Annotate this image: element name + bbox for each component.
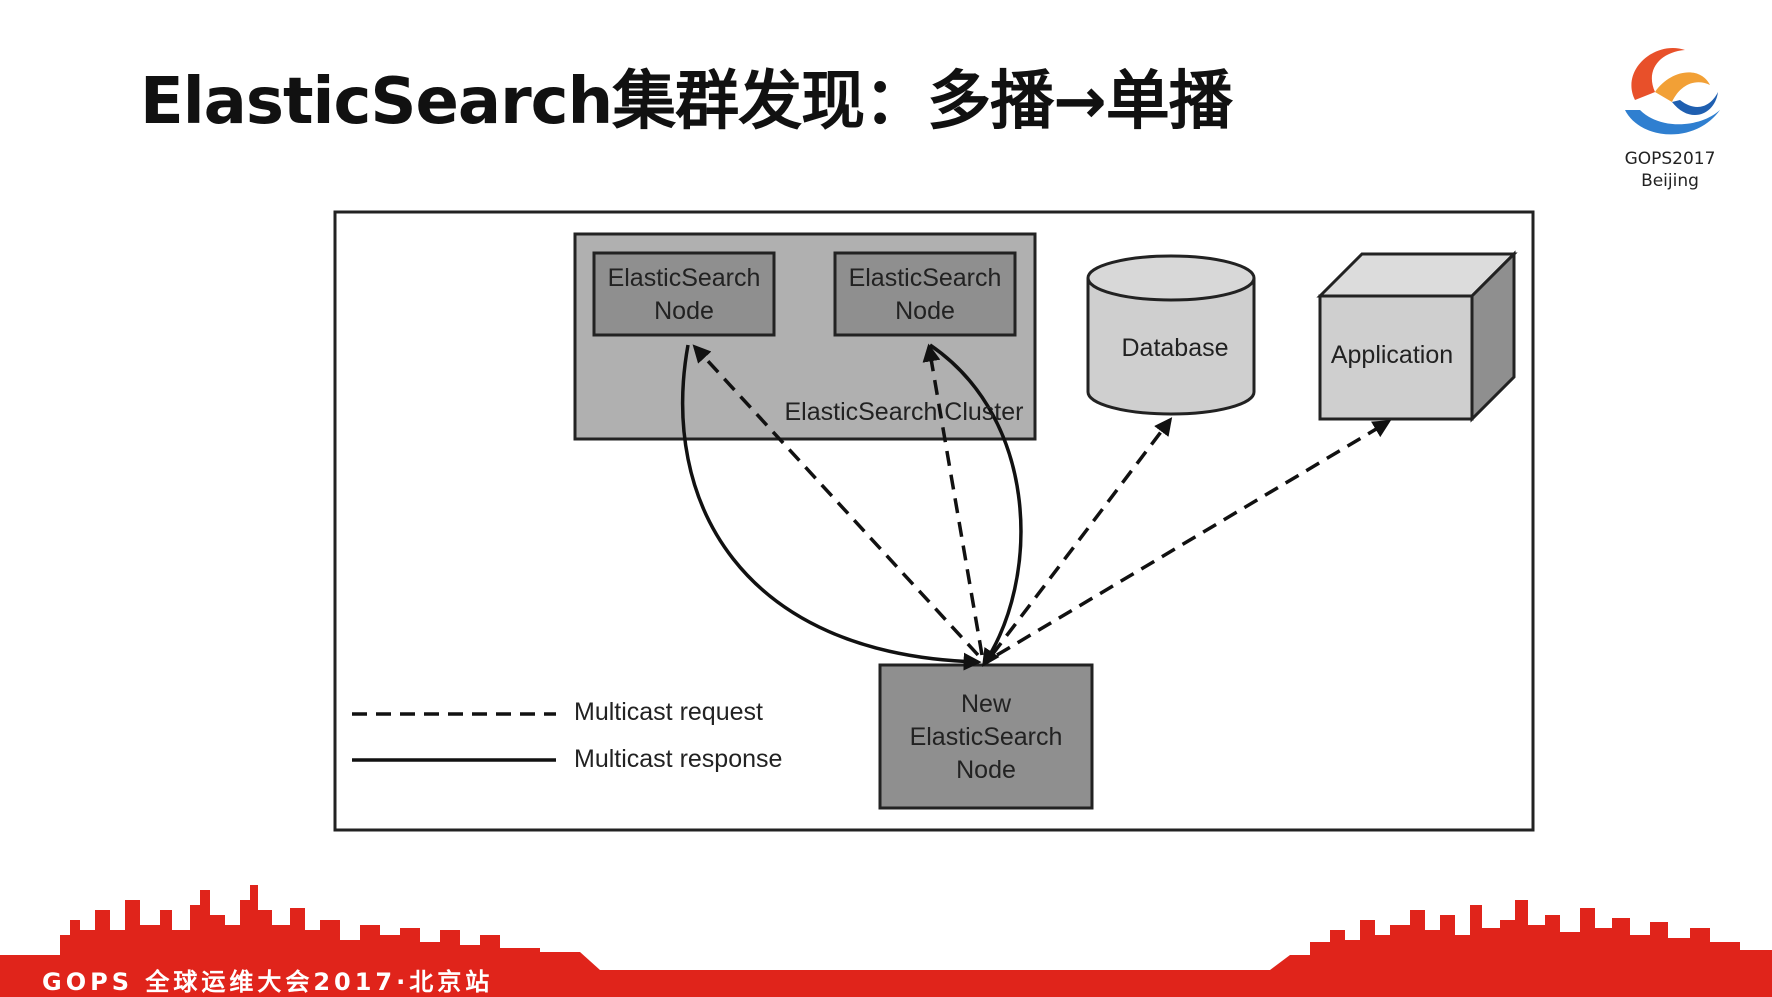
es-node-2-label-line1: ElasticSearch xyxy=(849,264,1002,292)
slide-title: ElasticSearch集群发现：多播→单播 xyxy=(140,65,1233,139)
cluster-label: ElasticSearch Cluster xyxy=(785,398,1024,426)
es-node-2-label-line2: Node xyxy=(895,297,955,325)
request-arrow-to-application xyxy=(996,420,1392,657)
request-arrow-to-node1 xyxy=(692,344,980,657)
new-node-label-line3: Node xyxy=(956,756,1016,784)
legend-response-label: Multicast response xyxy=(574,745,782,773)
gops-logo: GOPS2017 Beijing xyxy=(1600,30,1740,200)
application-cube: Application xyxy=(1316,250,1518,423)
response-arrow-from-node1 xyxy=(680,344,982,671)
application-label: Application xyxy=(1331,341,1453,369)
es-node-1-label-line1: ElasticSearch xyxy=(608,264,761,292)
database-label: Database xyxy=(1121,334,1228,362)
logo-line-1: GOPS2017 xyxy=(1624,149,1716,169)
request-arrow-to-node2 xyxy=(922,343,984,656)
es-node-1: ElasticSearch Node xyxy=(592,251,776,337)
footer-skyline xyxy=(0,885,1772,997)
es-node-2: ElasticSearch Node xyxy=(833,251,1017,337)
request-arrow-to-database xyxy=(990,417,1173,657)
new-node-label-line2: ElasticSearch xyxy=(910,723,1063,751)
response-arrow-from-node2 xyxy=(929,343,1023,667)
footer-text: GOPS 全球运维大会2017·北京站 xyxy=(42,968,494,996)
logo-line-2: Beijing xyxy=(1641,171,1699,191)
legend-request-label: Multicast request xyxy=(574,698,763,726)
es-node-1-label-line2: Node xyxy=(654,297,714,325)
database-cylinder: Database xyxy=(1086,254,1256,416)
gops-swirl-icon xyxy=(1625,48,1720,135)
new-node-label-line1: New xyxy=(961,690,1012,718)
new-es-node: New ElasticSearch Node xyxy=(878,663,1094,810)
legend: Multicast request Multicast response xyxy=(352,698,782,773)
